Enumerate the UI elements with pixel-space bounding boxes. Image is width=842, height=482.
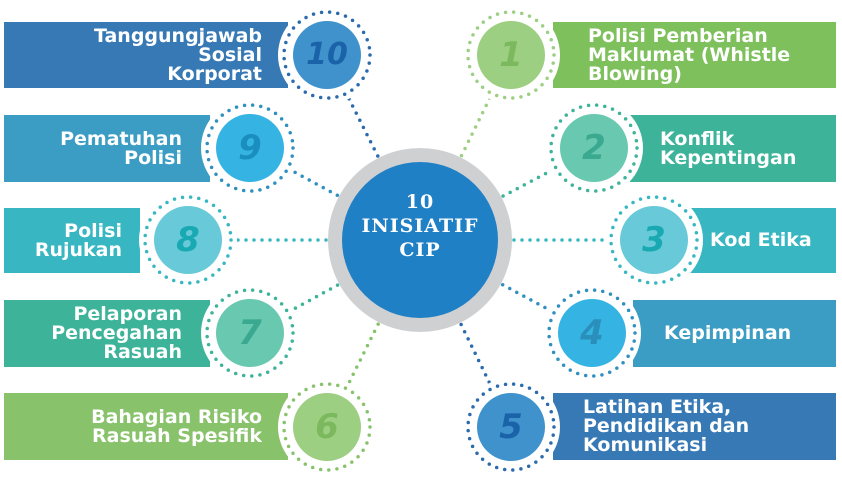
center-circle — [342, 162, 498, 318]
connector-line — [345, 322, 380, 388]
item-label-line: Bahagian Risiko — [91, 405, 262, 428]
item-label-4: Kepimpinan — [664, 300, 791, 367]
item-bar — [553, 393, 836, 460]
item-dotted-ring — [466, 10, 556, 100]
item-number-circle — [477, 393, 545, 461]
connector-line — [459, 322, 493, 388]
item-dotted-ring — [205, 103, 295, 193]
item-bar — [553, 22, 836, 88]
item-label-line: Pematuhan — [60, 127, 182, 150]
center-title-line: 10 — [405, 191, 435, 213]
item-label-line: Rasuah Spesifik — [92, 424, 262, 447]
item-number-circle — [154, 206, 222, 274]
connector-line — [345, 94, 380, 158]
item-number-circle — [558, 299, 626, 367]
item-label-line: Korporat — [167, 62, 262, 85]
item-label-line: Pencegahan — [51, 322, 182, 344]
item-number-circle — [477, 21, 545, 89]
connector-line — [288, 168, 340, 198]
item-number-10: 10 — [306, 37, 348, 72]
item-label-line: Rasuah — [103, 341, 182, 363]
item-number-5: 5 — [499, 407, 523, 447]
item-bar — [4, 208, 140, 273]
item-number-2: 2 — [582, 128, 606, 168]
item-number-7: 7 — [238, 313, 262, 353]
item-dotted-ring — [282, 382, 372, 472]
item-label-line: Pelaporan — [73, 303, 182, 325]
item-dotted-ring — [466, 382, 556, 472]
item-dotted-ring — [547, 288, 637, 378]
item-label-3: Kod Etika — [710, 208, 812, 273]
center-title-line: CIP — [399, 239, 441, 261]
item-label-line: Latihan Etika, — [583, 396, 732, 418]
item-number-1: 1 — [499, 35, 523, 75]
item-label-line: Sosial — [198, 43, 262, 66]
connector-line — [500, 282, 554, 313]
item-label-line: Maklumat (Whistle — [588, 43, 791, 66]
item-number-9: 9 — [238, 128, 262, 168]
item-number-6: 6 — [315, 407, 339, 447]
item-bar — [690, 208, 836, 273]
item-dotted-ring — [549, 103, 639, 193]
item-bar — [4, 115, 210, 182]
item-bar — [4, 393, 288, 460]
item-label-line: Polisi — [64, 219, 122, 242]
item-label-line: Polisi Pemberian — [588, 24, 768, 47]
item-number-8: 8 — [176, 220, 200, 260]
item-bar — [4, 300, 210, 367]
item-label-line: Konflik — [660, 127, 735, 150]
item-number-circle — [216, 299, 284, 367]
connector-line — [459, 94, 493, 158]
item-number-circle — [560, 114, 628, 182]
item-label-line: Rujukan — [34, 238, 122, 261]
connector-line — [288, 283, 340, 313]
item-label-line: Pendidikan dan — [583, 415, 750, 437]
item-bar — [633, 300, 836, 367]
item-label-line: Blowing) — [588, 62, 682, 85]
item-number-circle — [216, 114, 284, 182]
item-dotted-ring — [143, 195, 233, 285]
item-label-line: Kepentingan — [660, 146, 797, 169]
item-label-line: Kepimpinan — [664, 322, 792, 344]
item-number-circle — [293, 21, 361, 89]
item-number-3: 3 — [642, 220, 666, 260]
center-title: 10 INISIATIF CIP — [340, 190, 500, 262]
item-number-4: 4 — [580, 313, 604, 353]
item-label-line: Polisi — [124, 146, 182, 169]
item-label-line: Kod Etika — [710, 229, 812, 251]
item-number-circle — [620, 206, 688, 274]
item-bar — [630, 115, 836, 182]
item-number-circle — [293, 393, 361, 461]
item-dotted-ring — [609, 195, 699, 285]
item-label-line: Tanggungjawab — [93, 24, 262, 47]
item-dotted-ring — [205, 288, 295, 378]
item-bar — [4, 22, 288, 88]
item-label-line: Komunikasi — [583, 434, 708, 456]
center-title-line: INISIATIF — [361, 215, 479, 237]
item-dotted-ring — [282, 10, 372, 100]
connector-line — [501, 167, 556, 198]
